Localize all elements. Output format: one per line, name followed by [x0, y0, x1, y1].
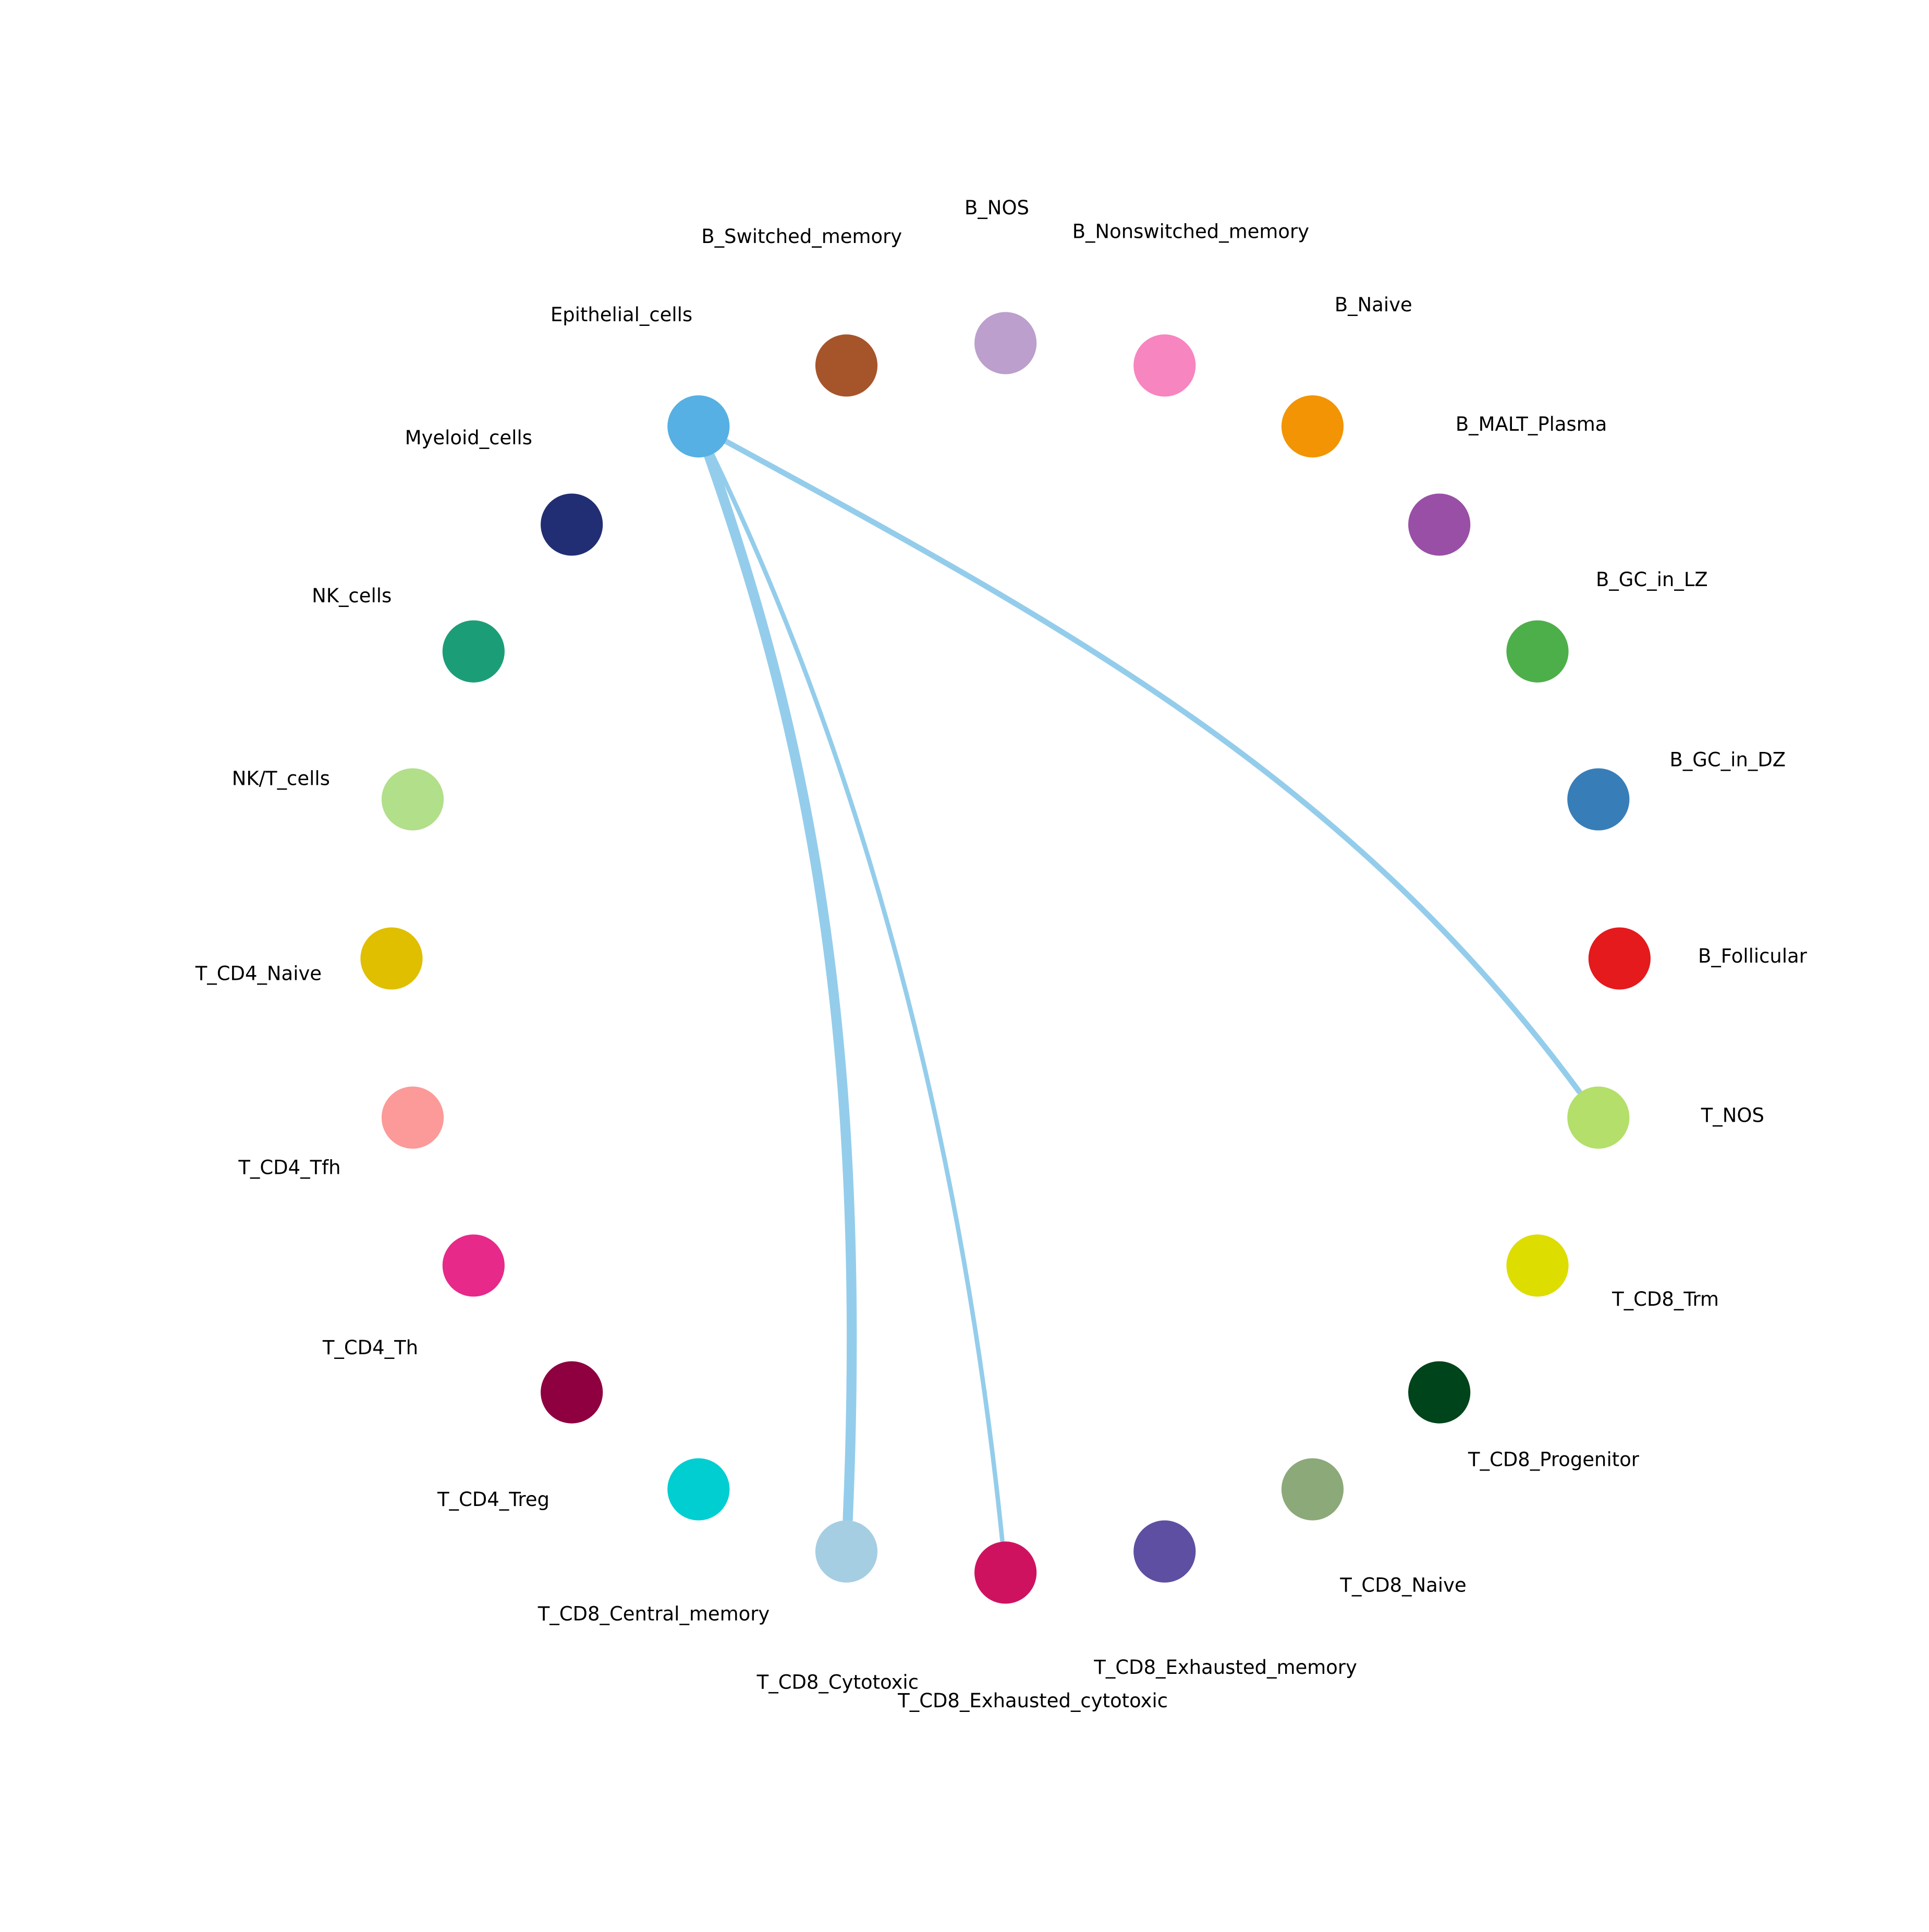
node-label-T_CD8_Progenitor: T_CD8_Progenitor	[1468, 1449, 1640, 1471]
node-label-Myeloid_cells: Myeloid_cells	[405, 427, 532, 449]
node-label-T_CD8_Trm: T_CD8_Trm	[1611, 1288, 1719, 1310]
node-B_Follicular	[1588, 927, 1651, 990]
node-Epithelial_cells	[667, 395, 730, 458]
node-label-B_GC_in_DZ: B_GC_in_DZ	[1669, 749, 1786, 771]
node-B_MALT_Plasma	[1408, 493, 1471, 556]
node-T_CD8_Naive	[1281, 1458, 1344, 1521]
node-T_CD4_Treg	[541, 1361, 603, 1424]
node-B_Nonswitched_memory	[1133, 334, 1196, 397]
node-label-T_CD8_Cytotoxic: T_CD8_Cytotoxic	[756, 1671, 919, 1693]
node-label-T_CD4_Th: T_CD4_Th	[322, 1336, 418, 1359]
nodes-layer	[360, 312, 1651, 1604]
edge-Epithelial_cells-to-T_CD8_Cytotoxic	[693, 421, 857, 1524]
node-label-T_CD8_Exhausted_memory: T_CD8_Exhausted_memory	[1093, 1656, 1357, 1679]
node-label-T_CD8_Exhausted_cytotoxic: T_CD8_Exhausted_cytotoxic	[897, 1690, 1168, 1712]
node-label-T_NOS: T_NOS	[1701, 1104, 1764, 1126]
node-label-T_CD4_Naive: T_CD4_Naive	[195, 963, 322, 985]
edge-Epithelial_cells-to-T_CD8_Exhausted_cytotoxic	[696, 424, 1005, 1543]
node-T_NOS	[1567, 1086, 1630, 1149]
node-B_Switched_memory	[815, 334, 878, 397]
node-T_CD8_Exhausted_cytotoxic	[974, 1541, 1037, 1604]
node-NK_cells	[442, 620, 505, 683]
node-label-B_MALT_Plasma: B_MALT_Plasma	[1456, 413, 1607, 435]
node-T_CD8_Trm	[1506, 1234, 1569, 1297]
node-T_CD4_Tfh	[381, 1086, 444, 1149]
node-label-T_CD8_Central_memory: T_CD8_Central_memory	[538, 1602, 770, 1625]
node-label-T_CD4_Tfh: T_CD4_Tfh	[238, 1156, 340, 1178]
node-label-B_Follicular: B_Follicular	[1698, 945, 1808, 967]
node-T_CD8_Progenitor	[1408, 1361, 1471, 1424]
node-label-B_NOS: B_NOS	[964, 197, 1029, 219]
node-label-T_CD8_Naive: T_CD8_Naive	[1339, 1574, 1466, 1597]
node-label-B_Naive: B_Naive	[1335, 294, 1412, 316]
node-T_CD8_Cytotoxic	[815, 1520, 878, 1583]
node-T_CD4_Naive	[360, 927, 423, 990]
node-T_CD8_Exhausted_memory	[1133, 1520, 1196, 1583]
node-label-NK_T_cells: NK/T_cells	[232, 767, 330, 789]
node-label-Epithelial_cells: Epithelial_cells	[551, 303, 692, 326]
node-B_Naive	[1281, 395, 1344, 458]
node-T_CD4_Th	[442, 1234, 505, 1297]
labels-layer: Epithelial_cells B_Switched_memory B_NOS B_…	[195, 197, 1808, 1712]
node-B_GC_in_LZ	[1506, 620, 1569, 683]
node-NK_T_cells	[381, 768, 444, 831]
node-label-B_Nonswitched_memory: B_Nonswitched_memory	[1072, 220, 1309, 242]
node-label-B_Switched_memory: B_Switched_memory	[701, 225, 902, 248]
node-B_GC_in_DZ	[1567, 768, 1630, 831]
node-label-B_GC_in_LZ: B_GC_in_LZ	[1596, 568, 1708, 591]
node-label-T_CD4_Treg: T_CD4_Treg	[437, 1488, 550, 1511]
node-label-NK_cells: NK_cells	[312, 585, 392, 607]
edges-layer	[693, 421, 1582, 1543]
edge-Epithelial_cells-to-T_NOS	[695, 423, 1582, 1095]
node-B_NOS	[974, 312, 1037, 374]
node-T_CD8_Central_memory	[667, 1458, 730, 1521]
node-Myeloid_cells	[541, 493, 603, 556]
